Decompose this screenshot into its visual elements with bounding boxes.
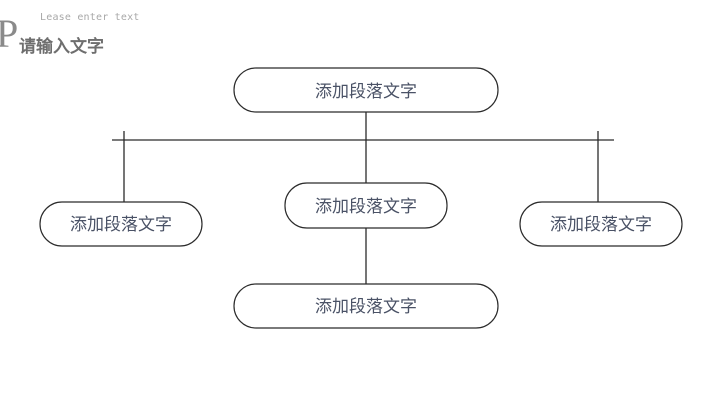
node-top-box <box>233 67 499 113</box>
node-right[interactable]: 添加段落文字 <box>519 201 683 247</box>
header-subtitle: Lease enter text <box>40 12 140 23</box>
node-left[interactable]: 添加段落文字 <box>39 201 203 247</box>
node-right-label: 添加段落文字 <box>550 215 652 235</box>
node-left-label: 添加段落文字 <box>70 215 172 235</box>
node-bottom[interactable]: 添加段落文字 <box>233 283 499 329</box>
node-bottom-box <box>233 283 499 329</box>
node-top[interactable]: 添加段落文字 <box>233 67 499 113</box>
node-right-box <box>519 201 683 247</box>
node-center[interactable]: 添加段落文字 <box>284 182 448 229</box>
node-center-label: 添加段落文字 <box>315 197 417 217</box>
header-title: 请输入文字 <box>19 37 104 57</box>
node-top-label: 添加段落文字 <box>315 82 417 102</box>
header-letter: P <box>0 11 19 56</box>
node-left-box <box>39 201 203 247</box>
node-bottom-label: 添加段落文字 <box>315 297 417 317</box>
node-center-box <box>284 182 448 229</box>
